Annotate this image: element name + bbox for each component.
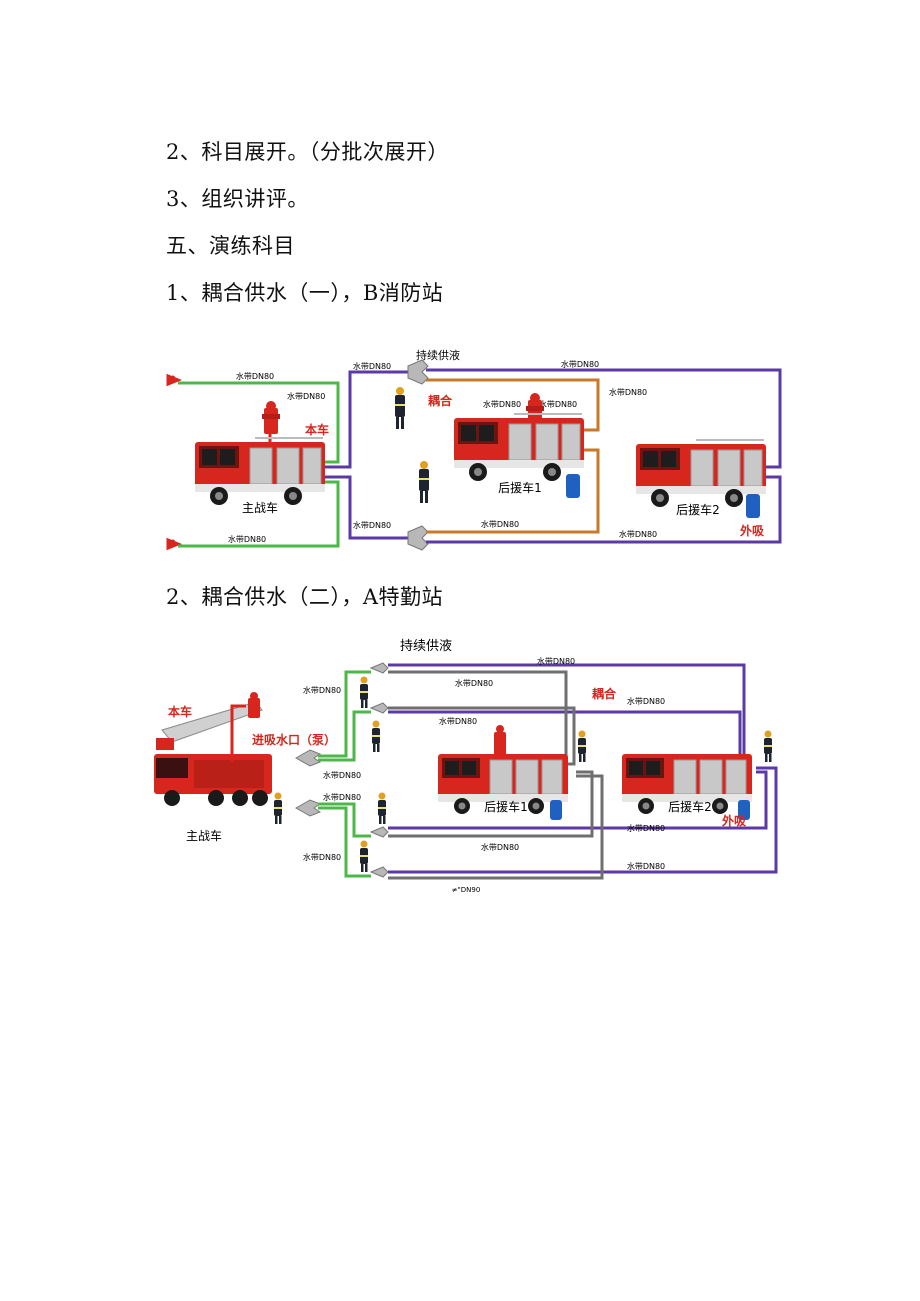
hose-label: 水带DN80	[561, 359, 599, 369]
label-own-truck: 本车	[168, 704, 192, 719]
hose-purple	[388, 766, 778, 874]
firefighter-icon	[578, 730, 586, 762]
firefighter-icon	[419, 461, 429, 503]
hose-green	[318, 806, 371, 878]
hose-label: 水带DN80	[439, 716, 477, 726]
hose-label: 水带DN80	[323, 770, 361, 780]
label-main-truck: 主战车	[242, 500, 278, 515]
hose-label: 水带DN80	[619, 529, 657, 539]
hydrant-icon	[494, 725, 506, 756]
hose-label: 水带DN80	[537, 656, 575, 666]
line-coupled-supply-1: 1、耦合供水（一），B消防站	[166, 281, 444, 305]
hose-label: 水带DN80	[455, 678, 493, 688]
hose-green	[318, 802, 371, 838]
hose-green	[318, 710, 371, 762]
hose-label: 水带DN80	[609, 387, 647, 397]
hydrant-outlet-icon	[166, 373, 183, 387]
pump-icon	[550, 800, 562, 820]
label-external-suction: 外吸	[740, 523, 765, 538]
pump-icon	[746, 494, 760, 518]
hose-label: 水带DN80	[627, 823, 665, 833]
section-heading-exercises: 五、演练科目	[166, 234, 295, 258]
hose-label: 水带DN80	[483, 399, 521, 409]
main-truck-icon	[194, 437, 326, 506]
title-continuous-supply: 持续供液	[416, 348, 460, 362]
label-external-suction: 外吸	[722, 813, 747, 828]
pump-icon	[566, 474, 580, 498]
firefighter-icon	[372, 720, 380, 752]
hose-label: 水带DN80	[481, 842, 519, 852]
hose-orange-top	[426, 378, 600, 432]
firefighter-icon	[360, 676, 368, 708]
firefighter-icon	[378, 792, 386, 824]
hose-orange-bottom	[426, 448, 600, 534]
firefighter-icon	[360, 840, 368, 872]
splitter-icon	[407, 359, 429, 385]
label-support-1: 后援车1	[498, 480, 542, 495]
hose-green	[318, 670, 371, 758]
splitter-icon	[369, 866, 389, 878]
firefighter-icon	[395, 387, 405, 429]
label-support-2: 后援车2	[668, 799, 712, 814]
hose-green-bottom	[178, 480, 340, 548]
inlet-coupler-icon	[294, 799, 322, 817]
support-truck-1-icon	[453, 413, 585, 482]
label-own-truck: 本车	[305, 422, 329, 437]
hose-label: 水带DN80	[287, 391, 325, 401]
splitter-icon	[369, 702, 389, 714]
pump-icon	[738, 800, 750, 820]
hose-label: 水带DN80	[228, 534, 266, 544]
hose-label: 水带DN80	[481, 519, 519, 529]
label-pump-inlet: 进吸水口（泵）	[252, 732, 336, 747]
hydrant-outlet-icon	[166, 537, 183, 551]
splitter-icon	[407, 525, 429, 551]
firefighter-icon	[764, 730, 772, 762]
hose-label: 水带DN80	[323, 792, 361, 802]
splitter-icon	[369, 662, 389, 674]
line-review: 3、组织讲评。	[166, 187, 309, 211]
hydrant-icon	[248, 692, 260, 718]
hose-label: 水带DN80	[627, 696, 665, 706]
hose-purple-top	[325, 370, 408, 469]
hose-purple-support2-bottom	[426, 475, 782, 544]
coupled-water-supply-diagram-2: 持续供液 本车 主战车 进吸水口（泵） 水带DN80 水带DN80 水带DN80…	[154, 639, 778, 894]
label-main-truck: 主战车	[186, 828, 222, 843]
title-continuous-supply: 持续供液	[400, 639, 452, 654]
hydrant-icon	[262, 401, 280, 434]
inlet-coupler-icon	[294, 749, 322, 767]
firefighter-icon	[274, 792, 282, 824]
label-support-2: 后援车2	[676, 502, 720, 517]
hose-label: 水带DN80	[236, 371, 274, 381]
hose-label: 水带DN80	[627, 861, 665, 871]
aerial-main-truck-icon	[154, 701, 272, 806]
hose-label: 水带DN80	[539, 399, 577, 409]
splitter-icon	[369, 826, 389, 838]
coupled-water-supply-diagram-1: 持续供液 水带DN80 水带DN80 水带DN80 水带DN80 水带DN80 …	[166, 348, 782, 551]
label-coupling: 耦合	[592, 686, 617, 701]
hose-purple	[388, 770, 768, 830]
hose-label: 水带DN80	[303, 852, 341, 862]
hose-green-top	[178, 381, 340, 464]
line-exercise-unfold: 2、科目展开。（分批次展开）	[166, 140, 449, 164]
hose-label: 水带DN80	[353, 520, 391, 530]
hose-label-dn90: ≠"DN90	[452, 886, 481, 894]
hose-label: 水带DN80	[353, 361, 391, 371]
label-support-1: 后援车1	[484, 799, 528, 814]
hose-purple-bottom	[325, 475, 408, 540]
line-coupled-supply-2: 2、耦合供水（二），A特勤站	[166, 585, 444, 609]
hose-gray	[388, 770, 594, 838]
label-coupling: 耦合	[428, 393, 453, 408]
hose-purple-support2-top	[426, 368, 782, 469]
hose-gray	[388, 774, 604, 880]
hose-label: 水带DN80	[303, 685, 341, 695]
